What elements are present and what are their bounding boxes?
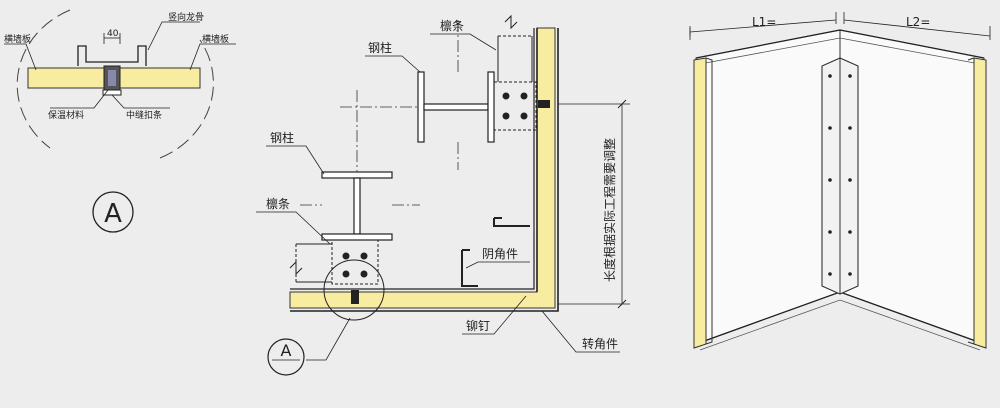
panel-face-right: [839, 29, 985, 345]
plan-detail-marker: [323, 259, 385, 321]
leader-keel: [147, 21, 200, 51]
insulated-wall: [289, 27, 556, 309]
purlin-left: [289, 239, 379, 304]
vertical-keel: [77, 45, 147, 66]
plan-ref-circle: [267, 338, 305, 376]
label-steel-column-left: 钢柱: [270, 130, 294, 145]
steel-column-top: [340, 20, 495, 170]
insulation-edge-right: [973, 57, 987, 349]
inner-corner-trim: [290, 28, 535, 290]
label-purlin-top: 檩条: [440, 18, 464, 33]
corner-bracket-upper: [493, 217, 530, 227]
label-l2: L2=: [906, 15, 930, 29]
plan-view: 钢柱 檩条 钢柱 檩条: [256, 14, 630, 376]
detail-circle: [16, 9, 214, 159]
label-length-note: 长度根据实际工程需要调整: [602, 138, 617, 282]
detail-a-letter: A: [104, 199, 122, 229]
detail-a-circle: [92, 191, 134, 233]
panel-face-left: [695, 29, 841, 345]
label-inner-corner: 阴角件: [482, 247, 518, 261]
label-wall-panel-right: 横墙板: [202, 33, 229, 45]
label-vertical-keel: 竖向龙骨: [168, 11, 204, 23]
label-insulation: 保温材料: [48, 109, 84, 121]
label-outer-corner: 转角件: [582, 336, 618, 351]
label-rivet: 铆钉: [466, 318, 490, 333]
dim-40-text: 40: [107, 29, 119, 39]
detail-a: 40 竖向龙骨 横墙板 横墙板 保温材料 中缝扣条 A: [4, 9, 236, 233]
purlin-top: [493, 14, 550, 131]
insulation-core: [108, 70, 116, 86]
label-seam-strip: 中缝扣条: [126, 109, 162, 121]
dim-l1-line: [689, 19, 837, 33]
corner-bracket-lower: [461, 249, 478, 287]
insulation-edge-left: [693, 57, 707, 349]
steel-column-left: [300, 90, 420, 241]
leader-panel-right: [189, 43, 236, 71]
outer-corner-piece: [290, 28, 559, 312]
wall-panel-left: [27, 67, 105, 89]
label-wall-panel-left: 横墙板: [4, 33, 31, 45]
wall-panel-right: [119, 67, 201, 89]
leader-seam-strip: [111, 94, 170, 109]
perspective-view: L1= L2=: [689, 12, 991, 351]
leader-insulation: [50, 89, 109, 109]
label-l1: L1=: [752, 15, 776, 29]
label-purlin-left: 檩条: [266, 196, 290, 211]
leader-panel-left: [4, 43, 37, 71]
plan-ref-letter: A: [281, 341, 292, 360]
label-steel-column-top: 钢柱: [368, 40, 392, 55]
dim-l2-line: [843, 19, 991, 37]
